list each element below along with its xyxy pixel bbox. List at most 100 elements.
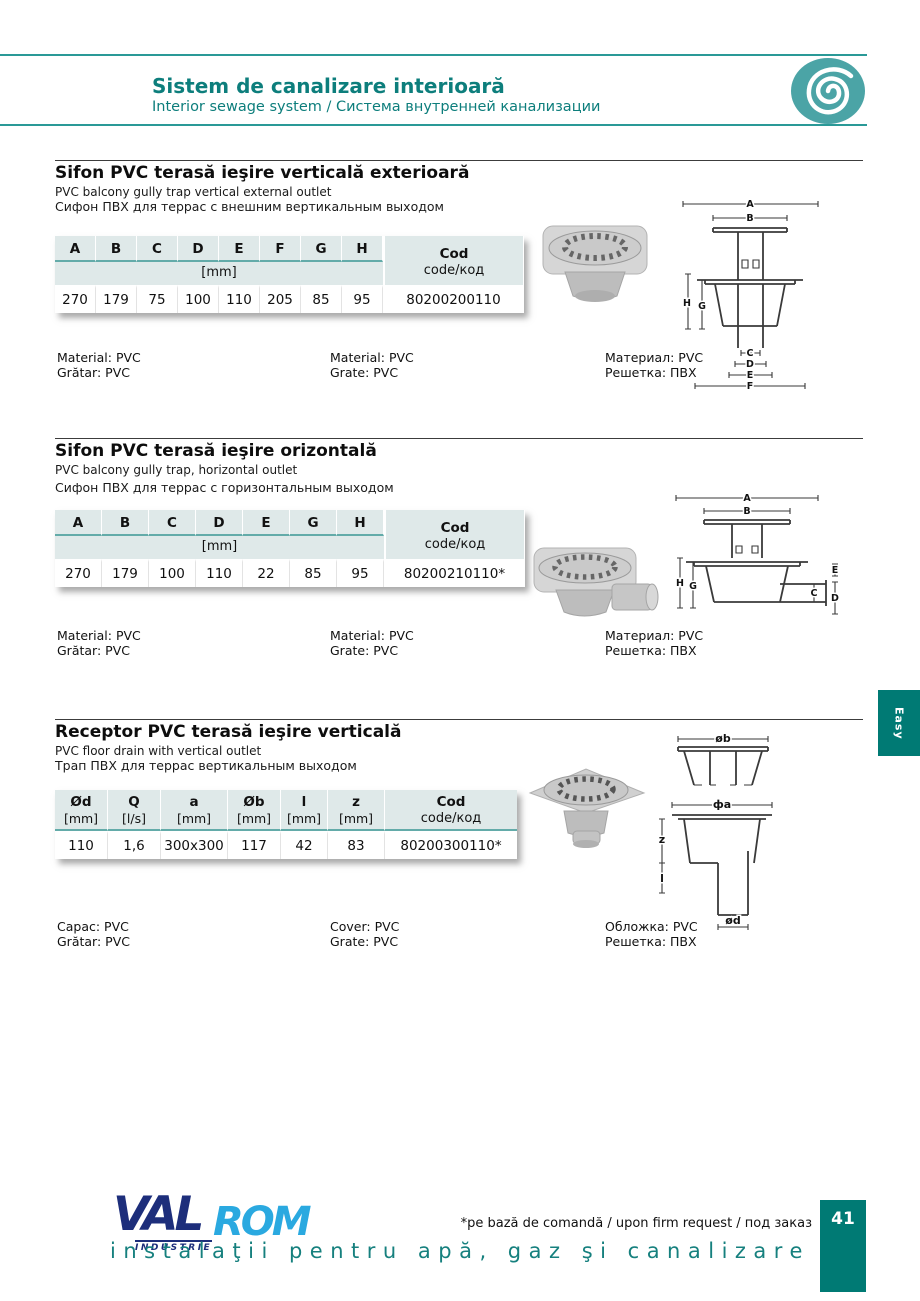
section-subtitle-en: PVC balcony gully trap, horizontal outle… <box>55 463 298 477</box>
technical-drawing: øb фa z l ød <box>657 731 773 930</box>
dim-label: E <box>832 565 839 576</box>
unit-cell: [mm] <box>55 536 384 559</box>
dim-label: D <box>831 593 839 604</box>
materials-ro: Capac: PVC Grătar: PVC <box>57 919 130 949</box>
dim-value: 110 <box>55 831 108 859</box>
logo-val: VAL <box>113 1187 204 1242</box>
cod-value: 80200210110* <box>384 559 525 587</box>
dim-label: H <box>683 298 691 309</box>
dim-label: z <box>659 833 665 846</box>
logo-rom: ROM <box>213 1199 312 1245</box>
header-rule-top <box>0 54 867 56</box>
section-rule <box>55 719 863 720</box>
dim-value: 95 <box>337 559 384 587</box>
cod-header: Cod code/код <box>384 510 525 559</box>
easy-side-tab: Easy <box>878 690 920 756</box>
section-subtitle-ru: Трап ПВХ для террас вертикальным выходом <box>55 758 357 773</box>
spec-table: A B C D E F G H Cod code/код [mm] 270 17… <box>55 236 524 313</box>
section-subtitle-en: PVC floor drain with vertical outlet <box>55 744 262 758</box>
dim-label: D <box>746 359 754 370</box>
spec-table: Ød [mm] Q [l/s] a [mm] Øb [mm] l [mm] <box>55 790 517 859</box>
section-sifon-horizontal: Sifon PVC terasă ieşire orizontală PVC b… <box>0 438 920 719</box>
product-photo <box>533 547 659 617</box>
materials-ro: Material: PVC Grătar: PVC <box>57 628 141 658</box>
dim-header: G <box>301 236 342 262</box>
product-photo <box>542 225 648 302</box>
dim-label: C <box>811 588 818 599</box>
dim-label: E <box>747 370 754 381</box>
dim-value: 179 <box>96 285 137 313</box>
dim-value: 117 <box>228 831 281 859</box>
cod-header: Cod code/код <box>383 236 524 285</box>
col-header: Øb [mm] <box>228 790 281 831</box>
cod-value: 80200300110* <box>385 831 517 859</box>
dim-header: C <box>149 510 196 536</box>
dim-label: øb <box>715 732 731 745</box>
dim-value: 270 <box>55 285 96 313</box>
dim-value: 22 <box>243 559 290 587</box>
section-rule <box>55 160 863 161</box>
dim-value: 110 <box>219 285 260 313</box>
col-header: Ød [mm] <box>55 790 108 831</box>
dim-value: 270 <box>55 559 102 587</box>
order-note: *pe bază de comandă / upon firm request … <box>460 1216 812 1231</box>
dim-header: E <box>219 236 260 262</box>
dim-label: H <box>676 578 684 589</box>
dim-header: F <box>260 236 301 262</box>
cod-value: 80200200110 <box>383 285 524 313</box>
section-title: Sifon PVC terasă ieşire verticală exteri… <box>55 163 470 183</box>
materials-ro: Material: PVC Grătar: PVC <box>57 350 141 380</box>
dim-header: A <box>55 236 96 262</box>
dim-header: B <box>96 236 137 262</box>
valrom-logo: VAL ROM INDUSTRIE <box>113 1190 343 1254</box>
dim-value: 75 <box>137 285 178 313</box>
section-subtitle-ru: Сифон ПВХ для террас с внешним вертикаль… <box>55 199 444 214</box>
section-rule <box>55 438 863 439</box>
dim-value: 1,6 <box>108 831 161 859</box>
dim-value: 83 <box>328 831 385 859</box>
dim-header: D <box>178 236 219 262</box>
dim-header: E <box>243 510 290 536</box>
col-header: l [mm] <box>281 790 328 831</box>
materials-ru: Материал: PVC Решетка: ПВХ <box>605 350 704 380</box>
section-sifon-vertical: Sifon PVC terasă ieşire verticală exteri… <box>0 160 920 438</box>
materials-en: Material: PVC Grate: PVC <box>330 350 414 380</box>
materials-en: Cover: PVC Grate: PVC <box>330 919 400 949</box>
dim-value: 42 <box>281 831 328 859</box>
dim-header: H <box>342 236 383 262</box>
product-photo <box>528 768 646 848</box>
materials-en: Material: PVC Grate: PVC <box>330 628 414 658</box>
technical-drawing: A B H G E C D <box>675 492 841 615</box>
dim-value: 110 <box>196 559 243 587</box>
dim-value: 100 <box>149 559 196 587</box>
dim-label: фa <box>713 798 731 811</box>
col-header: a [mm] <box>161 790 228 831</box>
footer-tagline: instalaţii pentru apă, gaz şi canalizare <box>110 1239 810 1263</box>
section-subtitle-ru: Сифон ПВХ для террас с горизонтальным вы… <box>55 480 394 495</box>
dim-header: C <box>137 236 178 262</box>
page-number-badge: 41 <box>820 1200 866 1292</box>
page-title: Sistem de canalizare interioară <box>152 74 505 98</box>
dim-header: A <box>55 510 102 536</box>
dim-header: H <box>337 510 384 536</box>
dim-header: D <box>196 510 243 536</box>
dim-label: G <box>698 301 706 312</box>
technical-drawing: A B H G C D E F <box>682 198 819 391</box>
spec-table: A B C D E G H Cod code/код [mm] 270 179 … <box>55 510 525 587</box>
dim-label: A <box>743 493 751 504</box>
section-title: Sifon PVC terasă ieşire orizontală <box>55 441 377 461</box>
materials-ru: Материал: PVC Решетка: ПВХ <box>605 628 704 658</box>
dim-label: F <box>747 381 754 391</box>
dim-label: l <box>660 872 664 885</box>
col-header: Q [l/s] <box>108 790 161 831</box>
dim-value: 300x300 <box>161 831 228 859</box>
dim-value: 85 <box>290 559 337 587</box>
dim-header: B <box>102 510 149 536</box>
dim-label: C <box>747 348 754 359</box>
header-rule-bottom <box>0 124 867 126</box>
unit-cell: [mm] <box>55 262 383 285</box>
dim-value: 179 <box>102 559 149 587</box>
section-title: Receptor PVC terasă ieşire verticală <box>55 722 402 742</box>
page-subtitle: Interior sewage system / Система внутрен… <box>152 99 601 115</box>
